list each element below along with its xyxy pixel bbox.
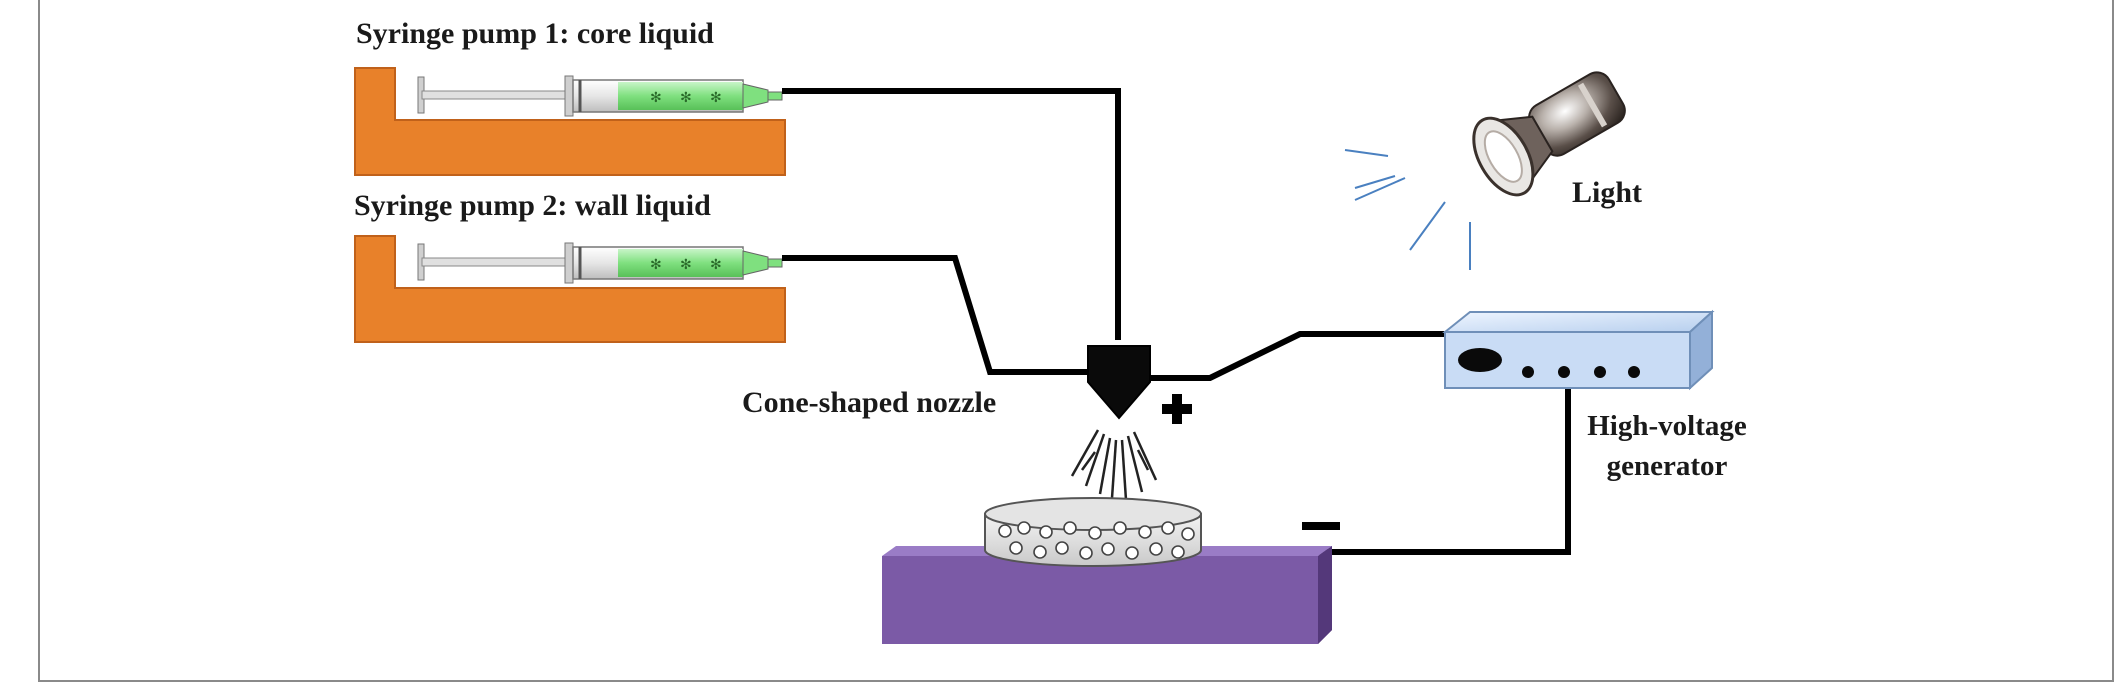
flashlight-icon [1344, 71, 1626, 270]
wires [782, 88, 1571, 555]
syringe-1: ✻ ✻ ✻ [417, 75, 783, 117]
svg-text:✻: ✻ [650, 90, 662, 106]
generator-knob [1558, 366, 1570, 378]
pump-1-label: Syringe pump 1: core liquid [356, 17, 714, 50]
generator-knob [1594, 366, 1606, 378]
nozzle-label: Cone-shaped nozzle [742, 386, 997, 419]
generator-label-line-1: High-voltage [1587, 410, 1747, 442]
syringe-pump-2: ✻ ✻ ✻ [354, 235, 786, 343]
generator-knob [1628, 366, 1640, 378]
wire-core-liquid [782, 88, 1121, 340]
svg-text:✻: ✻ [710, 90, 722, 106]
frame-border-bottom [38, 680, 2114, 682]
power-supply-icon [1442, 309, 1715, 391]
cone-nozzle-icon [1087, 345, 1151, 420]
stage-block [882, 546, 1332, 644]
generator-knob [1522, 366, 1534, 378]
microcapsules [998, 521, 1195, 560]
syringe-2: ✻ ✻ ✻ [417, 242, 783, 284]
wire-generator-negative [1235, 386, 1571, 555]
wire-generator-positive [1148, 331, 1445, 381]
minus-sign [1302, 522, 1340, 530]
generator-display [1458, 348, 1502, 372]
pump-1-base [354, 67, 786, 176]
plus-sign [1162, 394, 1192, 424]
svg-text:✻: ✻ [680, 257, 692, 273]
svg-text:✻: ✻ [650, 257, 662, 273]
light-rays [1344, 149, 1471, 270]
generator-label-line-2: generator [1606, 450, 1728, 482]
spray-lines [1070, 429, 1158, 501]
wire-wall-liquid [782, 255, 1090, 375]
pump-2-label: Syringe pump 2: wall liquid [354, 189, 711, 222]
frame-border-left [38, 0, 40, 682]
pump-2-base [354, 235, 786, 343]
frame-border-right [2112, 0, 2114, 682]
light-label: Light [1572, 176, 1643, 209]
syringe-pump-1: ✻ ✻ ✻ [354, 67, 786, 176]
svg-text:✻: ✻ [680, 90, 692, 106]
svg-text:✻: ✻ [710, 257, 722, 273]
petri-dish-icon [984, 497, 1202, 567]
